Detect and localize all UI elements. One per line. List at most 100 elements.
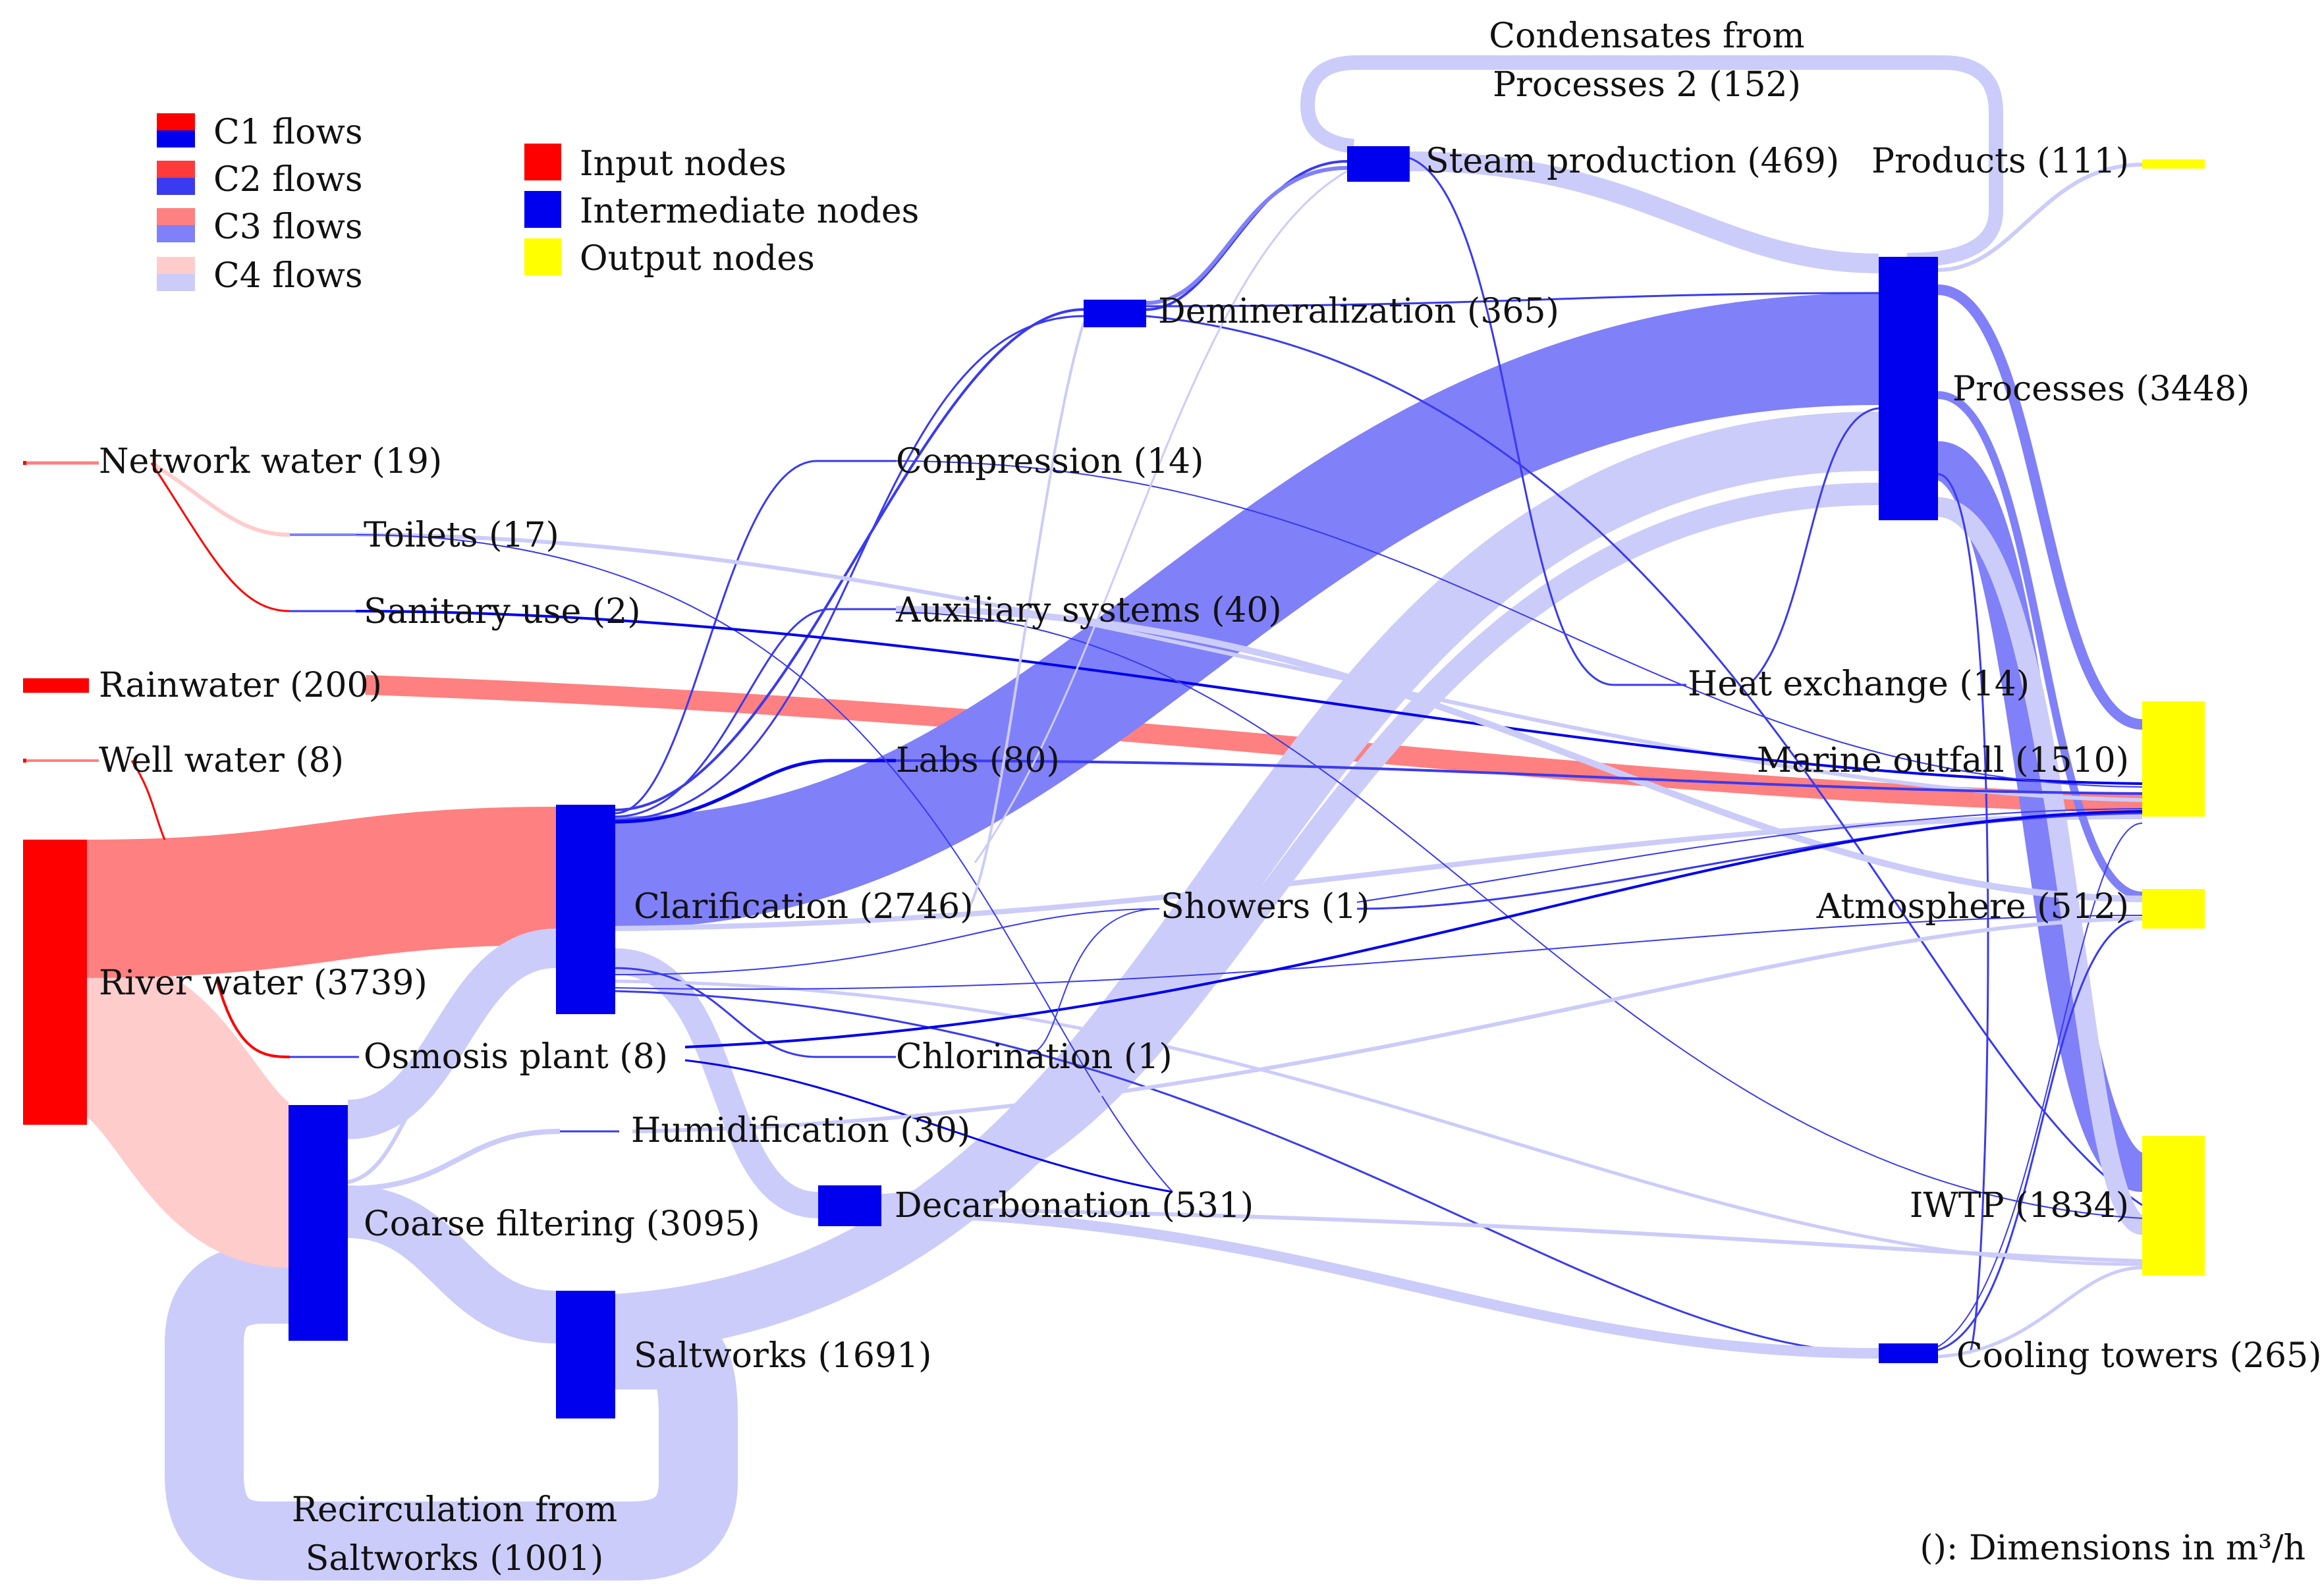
legend-swatch-c2-bottom xyxy=(157,178,195,195)
flow-steam-to-heat xyxy=(1409,157,1686,686)
label-cooling-towers: Cooling towers (265) xyxy=(1956,1336,2321,1376)
node-labels: Network water (19) Toilets (17) Sanitary… xyxy=(99,142,2321,1376)
legend-label-c1: C1 flows xyxy=(213,113,363,152)
label-coarse-filtering: Coarse filtering (3095) xyxy=(364,1204,760,1244)
flow-clarification-to-demin-2 xyxy=(615,315,1084,821)
flow-well-to-river xyxy=(130,760,166,840)
recirculation-label-line1: Recirculation from xyxy=(292,1490,617,1530)
flow-cooling-to-marine xyxy=(1937,823,2143,1347)
flow-compression-to-decarbonation xyxy=(967,322,1085,910)
flow-labs-to-marine xyxy=(895,759,2143,795)
node-river-water[interactable] xyxy=(23,840,87,1125)
node-products[interactable] xyxy=(2142,159,2205,169)
node-clarification[interactable] xyxy=(556,805,615,1014)
label-products: Products (111) xyxy=(1871,142,2129,181)
legend-item-c4: C4 flows xyxy=(157,256,363,296)
legend-swatch-c3-top xyxy=(157,208,195,225)
label-marine-outfall: Marine outfall (1510) xyxy=(1757,741,2129,780)
label-demineralization: Demineralization (365) xyxy=(1158,292,1559,331)
node-iwtp[interactable] xyxy=(2142,1136,2205,1276)
flow-demin-to-steam-2 xyxy=(1146,166,1348,305)
flow-steam-to-processes xyxy=(1409,151,1879,273)
label-labs: Labs (80) xyxy=(896,741,1060,780)
flow-heat-to-processes xyxy=(1751,407,1879,683)
flow-clarification-to-steam-light xyxy=(974,170,1348,863)
flow-clarification-to-auxiliary xyxy=(615,608,896,818)
legend-label-intermediate: Intermediate nodes xyxy=(580,192,919,231)
flow-decarbonation-to-iwtp xyxy=(881,1206,2143,1263)
units-note: (): Dimensions in m³/h xyxy=(1920,1528,2306,1568)
flow-auxiliary-to-atmosphere xyxy=(895,606,2143,902)
label-processes: Processes (3448) xyxy=(1952,369,2250,409)
label-atmosphere: Atmosphere (512) xyxy=(1816,887,2129,927)
flow-clarification-to-atmosphere xyxy=(615,915,2143,990)
label-rainwater: Rainwater (200) xyxy=(99,666,382,705)
label-clarification: Clarification (2746) xyxy=(634,887,973,927)
label-showers: Showers (1) xyxy=(1161,887,1370,927)
flow-cooling-to-atmosphere xyxy=(1937,917,2143,1351)
flow-clarification-to-demin xyxy=(615,308,1084,811)
legend-swatch-c3-bottom xyxy=(157,225,195,242)
flow-clarification-to-iwtp xyxy=(615,979,2143,1266)
flow-chlorination-to-showers xyxy=(1027,908,1160,1054)
node-processes[interactable] xyxy=(1879,257,1938,520)
node-rainwater[interactable] xyxy=(23,678,89,693)
flow-osmosis-to-decarbonation xyxy=(684,1059,1173,1193)
legend-swatch-intermediate xyxy=(524,191,561,228)
legend-flow-classes: C1 flows C2 flows C3 flows C4 flows xyxy=(157,113,363,296)
node-marine-outfall[interactable] xyxy=(2142,701,2205,817)
legend-item-output-nodes: Output nodes xyxy=(524,238,815,279)
annotations: Condensates from Processes 2 (152) Recir… xyxy=(292,16,2306,1579)
node-saltworks[interactable] xyxy=(556,1291,615,1418)
flow-clarification-to-cooling xyxy=(615,990,1879,1355)
flow-coarse-to-osmosis xyxy=(347,1058,462,1184)
label-heat-exchange: Heat exchange (14) xyxy=(1688,664,2030,704)
node-well-water[interactable] xyxy=(23,759,26,763)
flow-showers-to-marine-2 xyxy=(1356,808,2143,903)
node-steam-production[interactable] xyxy=(1347,146,1410,182)
flow-river-to-osmosis xyxy=(216,981,290,1058)
node-network-water[interactable] xyxy=(23,461,26,465)
label-river-water: River water (3739) xyxy=(99,963,428,1003)
node-decarbonation[interactable] xyxy=(818,1185,881,1226)
legend-label-output: Output nodes xyxy=(580,239,815,279)
legend-swatch-c2-top xyxy=(157,161,195,178)
node-cooling-towers[interactable] xyxy=(1879,1343,1938,1363)
legend-label-input: Input nodes xyxy=(580,144,787,184)
node-coarse-filtering[interactable] xyxy=(289,1105,348,1341)
flow-clarification-to-chlorination xyxy=(615,967,896,1058)
legend-node-types: Input nodes Intermediate nodes Output no… xyxy=(524,144,919,279)
flow-processes-to-atmosphere xyxy=(1937,391,2143,900)
flow-processes-to-marine xyxy=(1937,284,2143,730)
flow-clarification-to-labs xyxy=(615,759,896,824)
legend-item-intermediate-nodes: Intermediate nodes xyxy=(524,191,919,231)
flow-recirculation-loop xyxy=(165,1245,738,1580)
flow-network-to-sanitary xyxy=(150,462,290,612)
flow-coarse-to-clarification xyxy=(346,929,557,1139)
legend-item-c2: C2 flows xyxy=(157,160,363,200)
legend-swatch-output xyxy=(524,238,561,275)
legend-label-c3: C3 flows xyxy=(213,207,363,247)
flow-demin-to-processes xyxy=(1146,292,1879,308)
label-compression: Compression (14) xyxy=(896,442,1204,481)
legend-item-input-nodes: Input nodes xyxy=(524,144,787,184)
flow-humidification-to-atmosphere xyxy=(632,917,2143,1133)
label-decarbonation: Decarbonation (531) xyxy=(895,1186,1254,1226)
label-toilets: Toilets (17) xyxy=(364,516,559,555)
flow-compression-to-marine xyxy=(895,460,2143,788)
legend-swatch-c1-bottom xyxy=(157,130,195,148)
legend-item-c3: C3 flows xyxy=(157,207,363,247)
label-saltworks: Saltworks (1691) xyxy=(634,1336,931,1376)
node-atmosphere[interactable] xyxy=(2142,889,2205,929)
flow-coarse-to-saltworks xyxy=(346,1185,557,1343)
flow-auxiliary-to-iwtp xyxy=(895,612,2143,1219)
label-steam-production: Steam production (469) xyxy=(1425,142,1839,181)
label-auxiliary-systems: Auxiliary systems (40) xyxy=(895,591,1282,630)
flow-clarification-to-processes xyxy=(615,293,1879,929)
node-demineralization[interactable] xyxy=(1084,300,1146,327)
flow-sanitary-to-marine xyxy=(355,610,2143,785)
flow-clarification-to-marine xyxy=(615,814,2143,931)
legend-swatch-input xyxy=(524,144,561,180)
flow-saltworks-to-processes xyxy=(613,412,1879,1353)
